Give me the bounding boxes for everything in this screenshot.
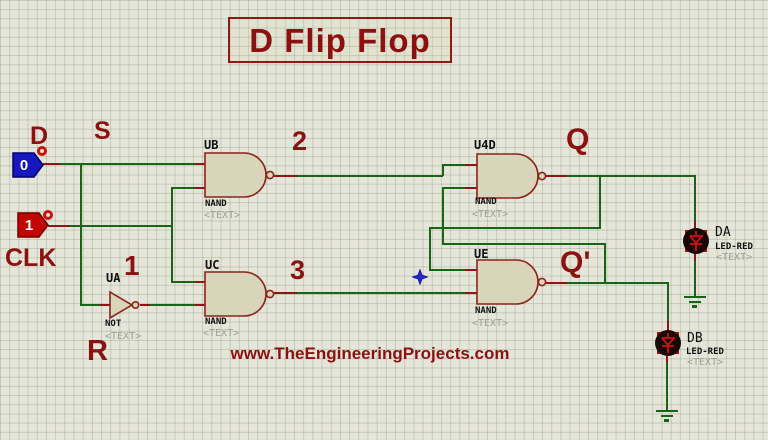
- led-db[interactable]: [654, 329, 682, 357]
- wire[interactable]: [465, 292, 477, 294]
- wire[interactable]: [297, 292, 465, 294]
- r-label: R: [87, 335, 108, 367]
- led-text-db: <TEXT>: [687, 357, 724, 368]
- wire[interactable]: [60, 163, 195, 165]
- d-pin-state[interactable]: 0: [19, 157, 29, 174]
- gate-ref-ub: UB: [204, 138, 219, 152]
- wire[interactable]: [546, 175, 567, 177]
- wire[interactable]: [667, 282, 669, 321]
- wire[interactable]: [70, 225, 173, 227]
- gate-ref-ua: UA: [106, 271, 121, 285]
- d-label: D: [30, 122, 49, 150]
- not-gate-ua[interactable]: [109, 290, 143, 320]
- wire[interactable]: [173, 187, 195, 189]
- led-da[interactable]: [682, 227, 710, 255]
- wire[interactable]: [195, 304, 205, 306]
- clk-label: CLK: [5, 244, 57, 272]
- s-label: S: [94, 117, 111, 145]
- origin-cross-marker: [412, 269, 428, 285]
- watermark: www.TheEngineeringProjects.com: [230, 344, 510, 363]
- qbar-label: Q': [560, 246, 591, 279]
- net1-label: 1: [124, 250, 140, 281]
- wire[interactable]: [274, 292, 297, 294]
- wire[interactable]: [546, 282, 567, 284]
- wire[interactable]: [604, 243, 606, 284]
- wire[interactable]: [442, 164, 444, 176]
- wire[interactable]: [667, 321, 669, 330]
- wire[interactable]: [48, 225, 70, 227]
- wire[interactable]: [195, 163, 205, 165]
- led-ref-da: DA: [715, 225, 731, 240]
- wire[interactable]: [666, 363, 668, 411]
- wire[interactable]: [173, 281, 195, 283]
- wire[interactable]: [694, 221, 696, 229]
- gate-ref-u4d: U4D: [474, 138, 496, 152]
- wire[interactable]: [465, 269, 477, 271]
- wire[interactable]: [150, 304, 195, 306]
- gate-type-ue: NAND: [475, 306, 497, 316]
- gate-type-uc: NAND: [205, 317, 227, 327]
- gate-text-ue: <TEXT>: [472, 318, 509, 329]
- wire[interactable]: [694, 175, 696, 221]
- title-box: D Flip Flop: [228, 17, 452, 63]
- wire[interactable]: [43, 163, 60, 165]
- wire[interactable]: [429, 227, 431, 271]
- wire[interactable]: [171, 187, 173, 283]
- gate-type-u4d: NAND: [475, 197, 497, 207]
- gate-text-u4d: <TEXT>: [472, 209, 509, 220]
- wire[interactable]: [444, 164, 465, 166]
- gate-type-ua: NOT: [105, 319, 122, 329]
- nand-gate-uc[interactable]: [204, 271, 278, 317]
- gate-text-ua: <TEXT>: [105, 331, 142, 342]
- page-title: D Flip Flop: [249, 21, 431, 59]
- wire[interactable]: [442, 187, 444, 245]
- wire[interactable]: [81, 304, 100, 306]
- wire[interactable]: [465, 187, 477, 189]
- d-pin-body[interactable]: [12, 152, 44, 178]
- gate-type-ub: NAND: [205, 199, 227, 209]
- led-ref-db: DB: [687, 331, 703, 346]
- clk-pin-indicator[interactable]: [43, 210, 53, 220]
- net2-label: 2: [292, 126, 308, 156]
- wire[interactable]: [444, 243, 605, 245]
- wire[interactable]: [694, 253, 696, 261]
- wire[interactable]: [444, 187, 465, 189]
- led-part-da: LED-RED: [715, 242, 753, 252]
- led-part-db: LED-RED: [686, 347, 724, 357]
- wire[interactable]: [431, 269, 465, 271]
- wire[interactable]: [666, 355, 668, 363]
- wire[interactable]: [567, 282, 668, 284]
- gate-ref-ue: UE: [474, 247, 489, 261]
- q-label: Q: [566, 123, 590, 156]
- nand-gate-ub[interactable]: [204, 152, 278, 198]
- wire[interactable]: [694, 261, 696, 297]
- gate-text-uc: <TEXT>: [203, 328, 240, 339]
- gate-ref-uc: UC: [205, 258, 220, 272]
- wire[interactable]: [80, 163, 82, 306]
- wire[interactable]: [297, 175, 443, 177]
- net3-label: 3: [290, 255, 306, 285]
- clk-pin-body[interactable]: [17, 212, 49, 238]
- wire[interactable]: [100, 304, 110, 306]
- wire[interactable]: [465, 164, 477, 166]
- nand-gate-ue[interactable]: [476, 259, 550, 305]
- wire[interactable]: [140, 304, 150, 306]
- gate-text-ub: <TEXT>: [204, 210, 241, 221]
- wire[interactable]: [430, 227, 599, 229]
- led-text-da: <TEXT>: [716, 252, 753, 263]
- d-pin-indicator[interactable]: [37, 146, 47, 156]
- wire[interactable]: [599, 175, 601, 229]
- wire[interactable]: [567, 175, 695, 177]
- clk-pin-state[interactable]: 1: [24, 217, 34, 234]
- wire[interactable]: [274, 175, 297, 177]
- wire[interactable]: [195, 281, 205, 283]
- wire[interactable]: [195, 187, 205, 189]
- nand-gate-u4d[interactable]: [476, 153, 550, 199]
